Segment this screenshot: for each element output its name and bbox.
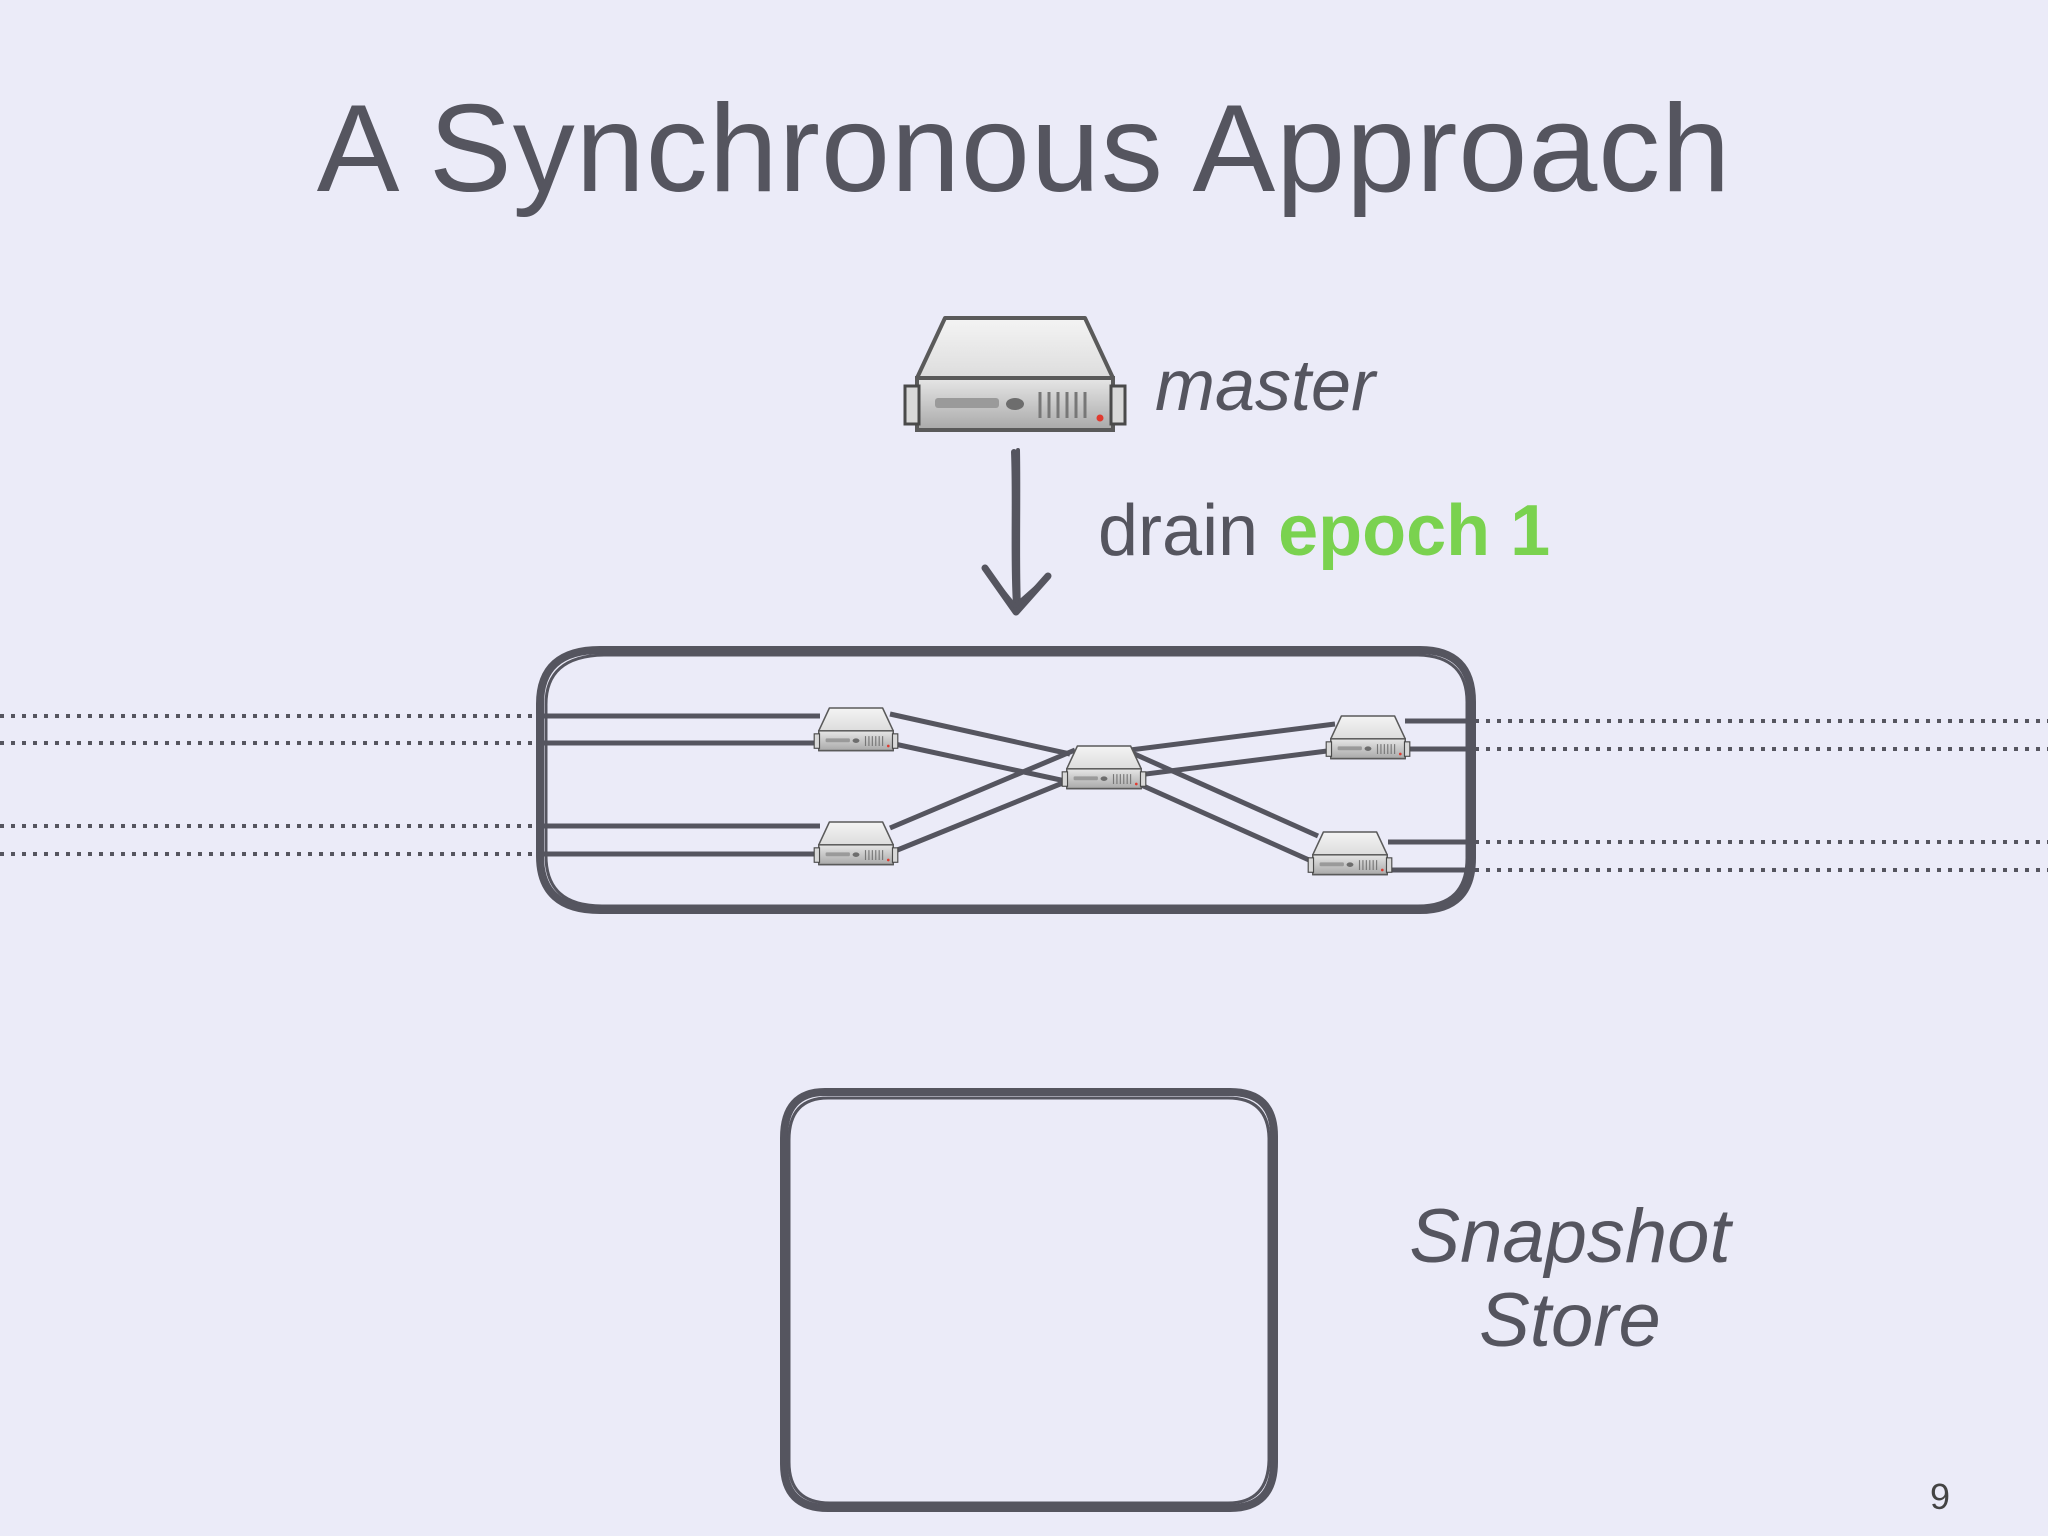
processing-cluster-box — [536, 646, 1476, 914]
drain-arrow — [981, 448, 1052, 616]
input-streams — [0, 714, 535, 856]
output-streams — [1475, 719, 2048, 872]
snapshot-store-label-line1: Snapshot — [1409, 1194, 1731, 1279]
snapshot-store-label: Snapshot Store — [1380, 1195, 1760, 1363]
worker-server-icon — [1061, 745, 1147, 790]
master-label: master — [1155, 346, 1376, 426]
drain-prefix: drain — [1098, 491, 1259, 571]
drain-label: drain epoch 1 — [1098, 490, 1550, 572]
master-server-icon — [903, 316, 1127, 432]
snapshot-store-box — [780, 1088, 1278, 1512]
dataflow-edges — [540, 711, 1470, 873]
worker-server-icon — [1307, 831, 1393, 876]
epoch-label: epoch 1 — [1278, 491, 1551, 571]
worker-server-icon — [813, 707, 899, 752]
snapshot-store-label-line2: Store — [1479, 1278, 1661, 1363]
worker-server-icon — [1325, 715, 1411, 760]
page-number: 9 — [1930, 1476, 1951, 1517]
worker-server-icon — [813, 821, 899, 866]
slide-title: A Synchronous Approach — [316, 80, 1732, 218]
